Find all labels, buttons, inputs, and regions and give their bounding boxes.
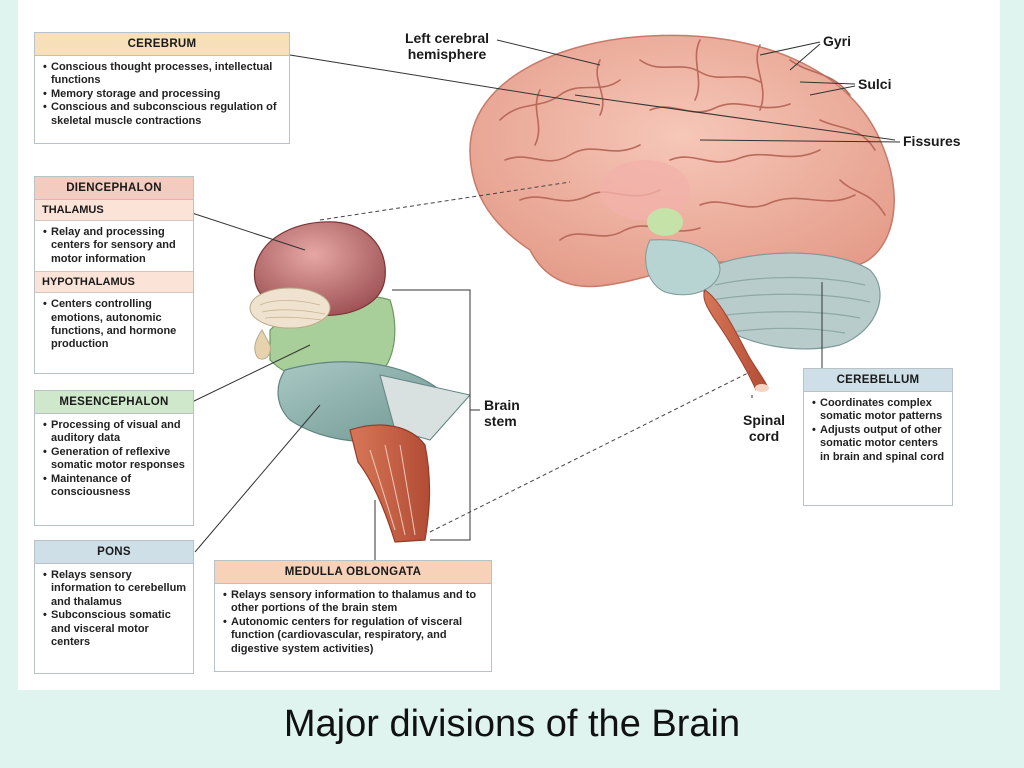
- list-item: Adjusts output of other somatic motor ce…: [812, 424, 946, 464]
- label-brain-stem: Brain stem: [484, 397, 520, 429]
- list-item: Relays sensory information to thalamus a…: [223, 589, 485, 616]
- cerebrum-box: CEREBRUM Conscious thought processes, in…: [34, 32, 290, 144]
- spinal-cord-shape: [703, 289, 769, 392]
- list-item: Centers controlling emotions, autonomic …: [43, 298, 187, 352]
- label-line: stem: [484, 413, 517, 429]
- mesencephalon-list: Processing of visual and auditory data G…: [35, 414, 193, 504]
- mesencephalon-box: MESENCEPHALON Processing of visual and a…: [34, 390, 194, 526]
- list-item: Conscious thought processes, intellectua…: [43, 61, 283, 88]
- label-line: hemisphere: [407, 46, 487, 62]
- hypothalamus-title: HYPOTHALAMUS: [35, 271, 193, 294]
- cerebellum-list: Coordinates complex somatic motor patter…: [804, 392, 952, 469]
- cerebrum-shape: [469, 34, 895, 288]
- diencephalon-box: DIENCEPHALON THALAMUS Relay and processi…: [34, 176, 194, 374]
- pons-list: Relays sensory information to cerebellum…: [35, 564, 193, 654]
- mesencephalon-title: MESENCEPHALON: [35, 391, 193, 414]
- leader-lines: [191, 39, 901, 560]
- medulla-box: MEDULLA OBLONGATA Relays sensory informa…: [214, 560, 492, 672]
- list-item: Autonomic centers for regulation of visc…: [223, 616, 485, 656]
- pons-box: PONS Relays sensory information to cereb…: [34, 540, 194, 674]
- list-item: Subconscious somatic and visceral motor …: [43, 609, 187, 649]
- cerebellum-title: CEREBELLUM: [804, 369, 952, 392]
- cerebrum-title: CEREBRUM: [35, 33, 289, 56]
- list-item: Generation of reflexive somatic motor re…: [43, 446, 187, 473]
- label-gyri: Gyri: [823, 33, 852, 49]
- label-fissures: Fissures: [903, 133, 961, 149]
- list-item: Conscious and subconscious regulation of…: [43, 101, 283, 128]
- label-line: cord: [748, 428, 780, 444]
- medulla-list: Relays sensory information to thalamus a…: [215, 584, 491, 661]
- label-line: Spinal: [742, 412, 785, 428]
- brainstem-exploded: [249, 221, 471, 543]
- list-item: Relay and processing centers for sensory…: [43, 226, 187, 266]
- pons-title: PONS: [35, 541, 193, 564]
- cerebellum-shape: [702, 252, 881, 350]
- cerebellum-box: CEREBELLUM Coordinates complex somatic m…: [803, 368, 953, 506]
- hypothalamus-list: Centers controlling emotions, autonomic …: [35, 293, 193, 357]
- list-item: Memory storage and processing: [43, 88, 283, 102]
- diencephalon-title: DIENCEPHALON: [35, 177, 193, 200]
- list-item: Coordinates complex somatic motor patter…: [812, 397, 946, 424]
- label-left-cerebral-hemisphere: Left cerebral hemisphere: [392, 30, 502, 62]
- thalamus-list: Relay and processing centers for sensory…: [35, 221, 193, 271]
- medulla-title: MEDULLA OBLONGATA: [215, 561, 491, 584]
- label-spinal-cord: Spinal cord: [735, 412, 793, 444]
- label-sulci: Sulci: [858, 76, 892, 92]
- thalamus-title: THALAMUS: [35, 200, 193, 221]
- dashed-guides: [319, 181, 751, 533]
- figure-caption: Major divisions of the Brain: [283, 703, 741, 745]
- label-line: Left cerebral: [404, 30, 490, 46]
- cerebrum-list: Conscious thought processes, intellectua…: [35, 56, 289, 133]
- label-line: Brain: [484, 397, 520, 413]
- list-item: Processing of visual and auditory data: [43, 419, 187, 446]
- list-item: Maintenance of consciousness: [43, 473, 187, 500]
- list-item: Relays sensory information to cerebellum…: [43, 569, 187, 609]
